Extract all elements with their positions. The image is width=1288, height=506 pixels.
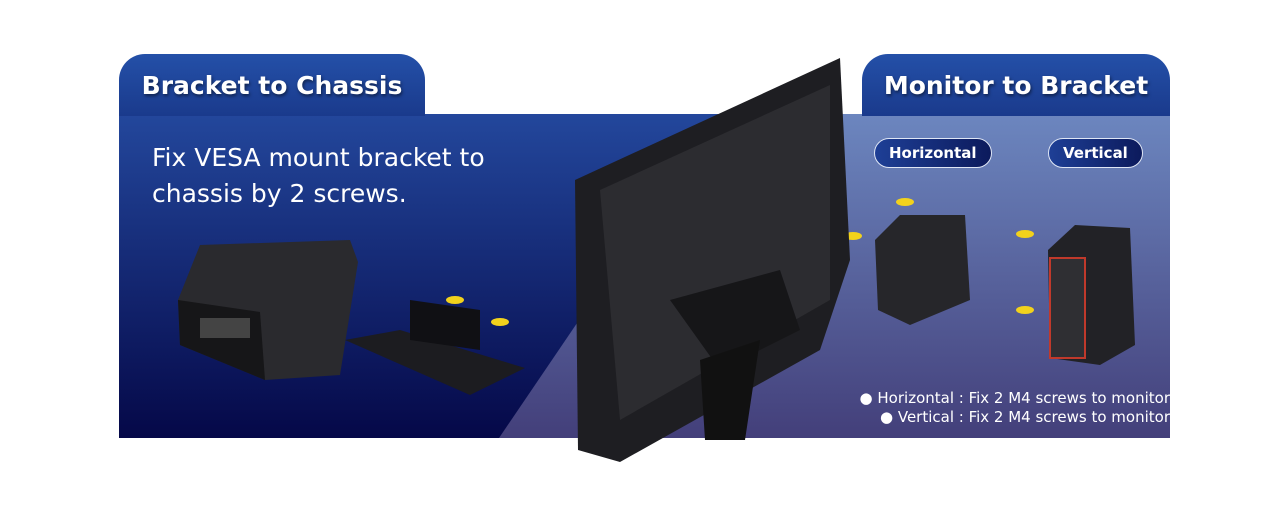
mini-pc-chassis [178, 240, 358, 380]
note-horizontal: ● Horizontal : Fix 2 M4 screws to monito… [859, 389, 1170, 407]
note-vertical: ● Vertical : Fix 2 M4 screws to monitor [879, 408, 1170, 426]
vertical-label: Vertical [1048, 138, 1143, 168]
mini-pc-vertical [1048, 225, 1135, 365]
section-title: Bracket to Chassis [141, 70, 403, 100]
left-description: Fix VESA mount bracket to chassis by 2 s… [152, 140, 485, 212]
horizontal-label: Horizontal [874, 138, 992, 168]
mini-pc-horizontal [875, 215, 970, 325]
monitor-back [575, 58, 850, 462]
tab-bracket-to-chassis: Bracket to Chassis [119, 54, 425, 116]
description-line: Fix VESA mount bracket to [152, 143, 485, 172]
tab-monitor-to-bracket: Monitor to Bracket [862, 54, 1170, 116]
vesa-bracket [345, 300, 525, 395]
description-line: chassis by 2 screws. [152, 179, 407, 208]
section-title: Monitor to Bracket [883, 70, 1149, 100]
